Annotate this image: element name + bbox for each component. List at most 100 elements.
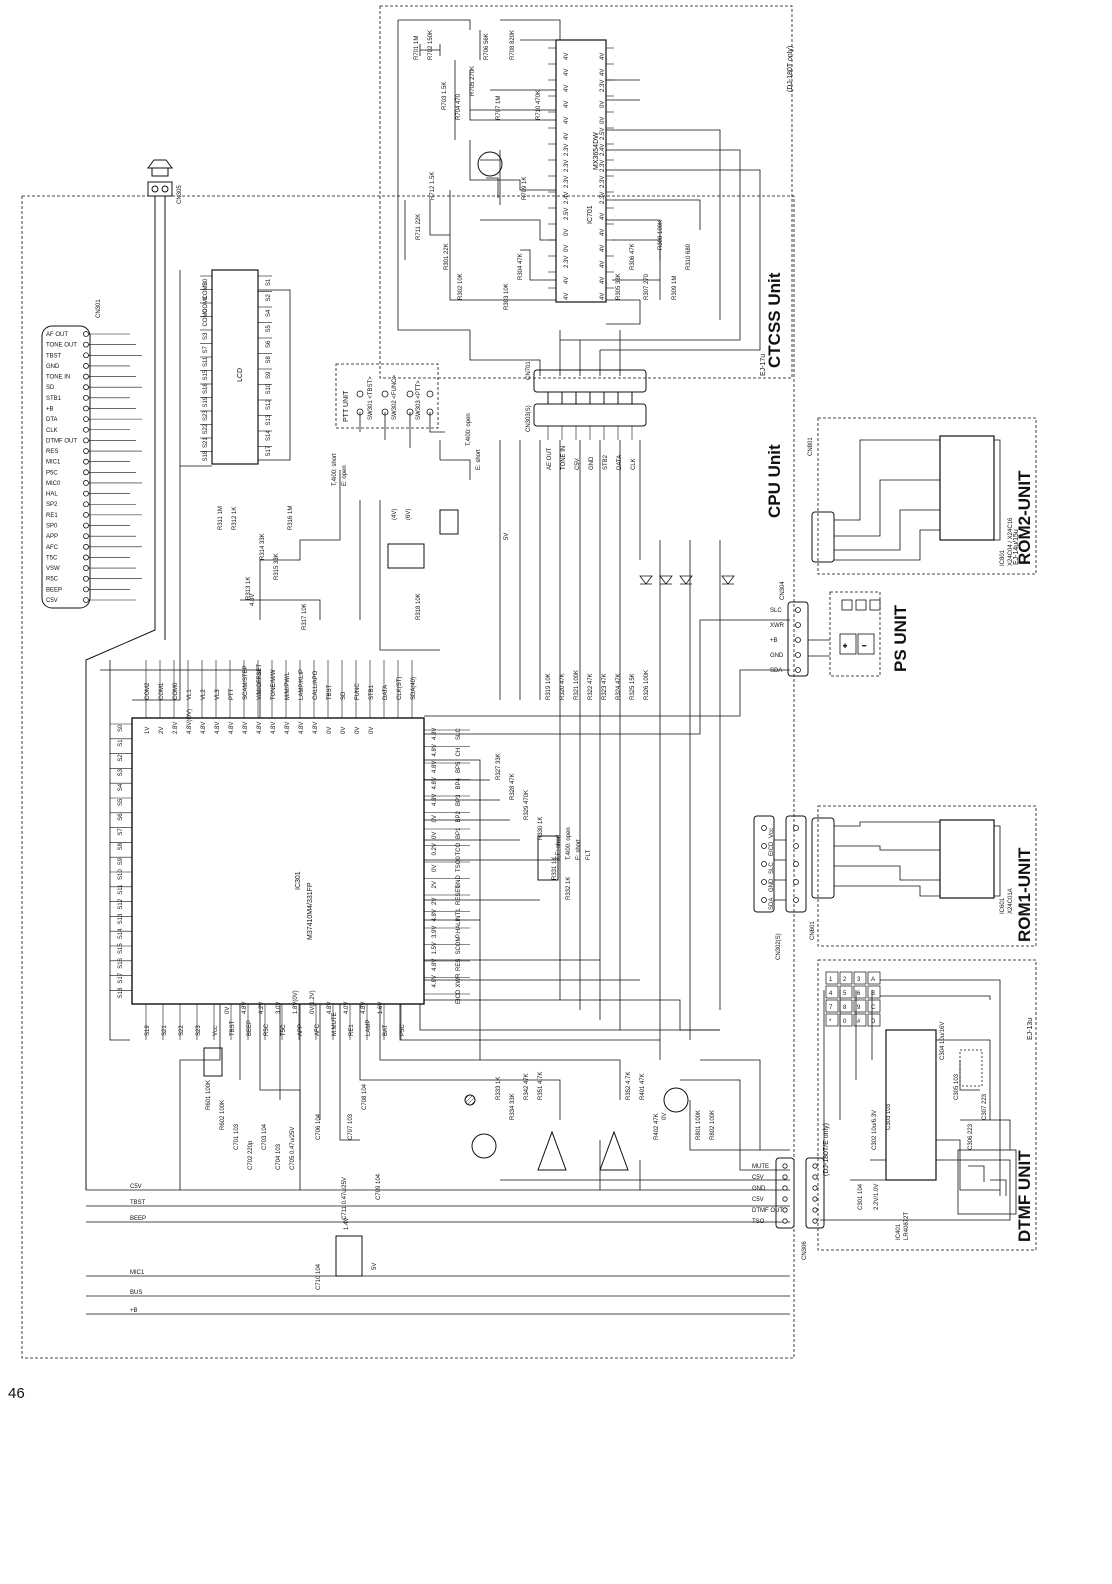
keypad-key-label: #	[857, 1019, 861, 1025]
component-label: R318 10K	[416, 593, 422, 620]
ctcss-pin-voltage: 4V	[564, 85, 570, 92]
cpu-left-pin-label: S18	[118, 987, 124, 998]
component-label: C706 104	[316, 1113, 322, 1140]
component-label: C301 104	[858, 1183, 864, 1210]
lcd-right-pin-label: S6	[266, 340, 272, 348]
cn302-pin-b	[793, 879, 799, 885]
dtmf-unit-part: EJ-13u	[1027, 1018, 1034, 1040]
keypad-key-label: 5	[843, 991, 847, 997]
cpu-right-pin-voltage: 1.5V	[432, 942, 438, 954]
cpu-top-pin-voltage: 4.8V	[313, 722, 319, 734]
dtmf-ic401	[885, 1029, 937, 1181]
ctcss-pin-voltage: 2.4V	[564, 192, 570, 204]
lcd-right-pin-label: S17	[266, 445, 272, 456]
cn301-pin-label: C5V	[46, 598, 58, 604]
component-label: C711 0.47u/25V	[342, 1177, 348, 1220]
cpu-right-pin-voltage: 0V	[432, 815, 438, 822]
ctcss-pin-voltage: 4V	[564, 117, 570, 124]
cn301-pin-label: TBST	[46, 353, 62, 359]
cpu-bottom-pin-voltage: 1.8V(0V)	[293, 990, 299, 1014]
cpu-right-pin-voltage: 0V	[432, 865, 438, 872]
cn306-pin-label: MUTE	[752, 1164, 769, 1170]
cn302-pin-a	[761, 897, 767, 903]
annotation-label: E: open	[342, 465, 348, 486]
component-label: R325 15K	[630, 673, 636, 700]
component-label: R401 47K	[640, 1073, 646, 1100]
ctcss-pin-voltage: 4V	[564, 293, 570, 300]
cpu-right-pin-voltage: 4.8V	[432, 959, 438, 971]
component-label: R708 820K	[510, 30, 516, 60]
lcd-left-pin-label: S21	[203, 437, 209, 448]
keypad-key-label: B	[871, 991, 875, 997]
cn301-pin	[83, 426, 89, 433]
cpu-bottom-pin-voltage: 3.0V	[276, 1002, 282, 1014]
cpu-right-pin-voltage: 4.8V	[432, 909, 438, 921]
cn304-pin-label: SDA	[770, 668, 782, 674]
keypad-key-label: 4	[829, 991, 833, 997]
cn301-pin	[83, 480, 89, 486]
cn306-pin-b	[812, 1207, 818, 1213]
keypad-key	[867, 985, 881, 999]
component-label: R312 1K	[232, 507, 238, 530]
cn303-pin-label: C5V	[575, 458, 581, 470]
cpu-left-pin-label: S0	[118, 724, 124, 732]
component-label: R802 100K	[710, 1110, 716, 1140]
annotation-label: E: short	[576, 839, 582, 860]
cpu-left-pin-label: S15	[118, 943, 124, 954]
cn302-pin-label: EICD	[769, 841, 775, 856]
cn306-pin-label: GND	[752, 1186, 766, 1192]
cpu-bottom-pin-label: RE1	[349, 1024, 355, 1036]
ic301-part: M37410M4/331FP	[307, 882, 314, 940]
component-label: R316 1M	[288, 506, 294, 530]
cpu-top-pin-voltage: 4.8V	[243, 722, 249, 734]
cpu-bottom-pin-label: AFC	[315, 1023, 321, 1036]
cn306-pin-label: TSO	[752, 1219, 765, 1225]
cn303-pin-label: CLK	[631, 458, 637, 470]
annotation-label: 4.8V	[250, 594, 256, 606]
cpu-top-pin-label: CALL/APO	[313, 670, 319, 700]
cn301-pin	[83, 394, 89, 401]
int-mic-symbol	[439, 509, 459, 535]
cn303-pin-label: AE OUT	[547, 447, 553, 470]
ic801-body	[939, 435, 995, 541]
cpu-top-pin-voltage: 2V	[159, 727, 165, 734]
q304-symbol	[335, 1235, 363, 1277]
ic301-ref: IC301	[295, 871, 302, 890]
cn301-pin	[83, 341, 89, 348]
cpu-top-pin-label: VL1	[187, 689, 193, 700]
component-label: R308 100K	[658, 220, 664, 250]
keypad-key-label: 0	[843, 1019, 847, 1025]
component-label: C307 223	[982, 1093, 988, 1120]
cpu-bottom-pin-label: M.MUTE	[332, 1012, 338, 1036]
q301-symbol	[471, 1133, 497, 1159]
cn301-pin-label: STB1	[46, 396, 62, 402]
keypad-key	[867, 999, 881, 1013]
cn302-pin-b	[793, 825, 799, 831]
keypad-key-label: 9	[857, 1005, 861, 1011]
annotation-label: T,4i00: open	[466, 413, 472, 446]
annotation-label: (4V)	[392, 509, 398, 520]
cn301-pin-label: VSW	[46, 566, 60, 572]
component-label: R315 33K	[274, 553, 280, 580]
cn306-pin-b	[812, 1174, 818, 1180]
bus-line-label: BUS	[130, 1290, 142, 1296]
component-label: R326 100K	[644, 670, 650, 700]
cn303-label: CN303(S)	[526, 405, 532, 432]
cpu-right-pin-voltage: 3.9V	[432, 926, 438, 938]
component-label: R311 1M	[218, 506, 224, 530]
cpu-top-pin-label: LAMP/KLIP	[299, 669, 305, 700]
cpu-right-pin-voltage: 4.8V	[432, 777, 438, 789]
cn306-pin-b	[812, 1196, 818, 1202]
cpu-bottom-pin-voltage: 4.8V	[327, 1002, 333, 1014]
lcd-left-pin-label: COM1	[203, 295, 209, 313]
cn306-label: CN306	[802, 1241, 808, 1260]
cpu-top-pin-label: VL2	[201, 689, 207, 700]
component-label: R707 1M	[496, 96, 502, 120]
ctcss-wiring	[397, 19, 761, 376]
ctcss-pin-voltage-right: 4V	[600, 229, 606, 236]
ps-unit-label: PS UNIT	[891, 604, 910, 672]
cpu-top-pin-label: CLK(ST)	[397, 677, 403, 700]
